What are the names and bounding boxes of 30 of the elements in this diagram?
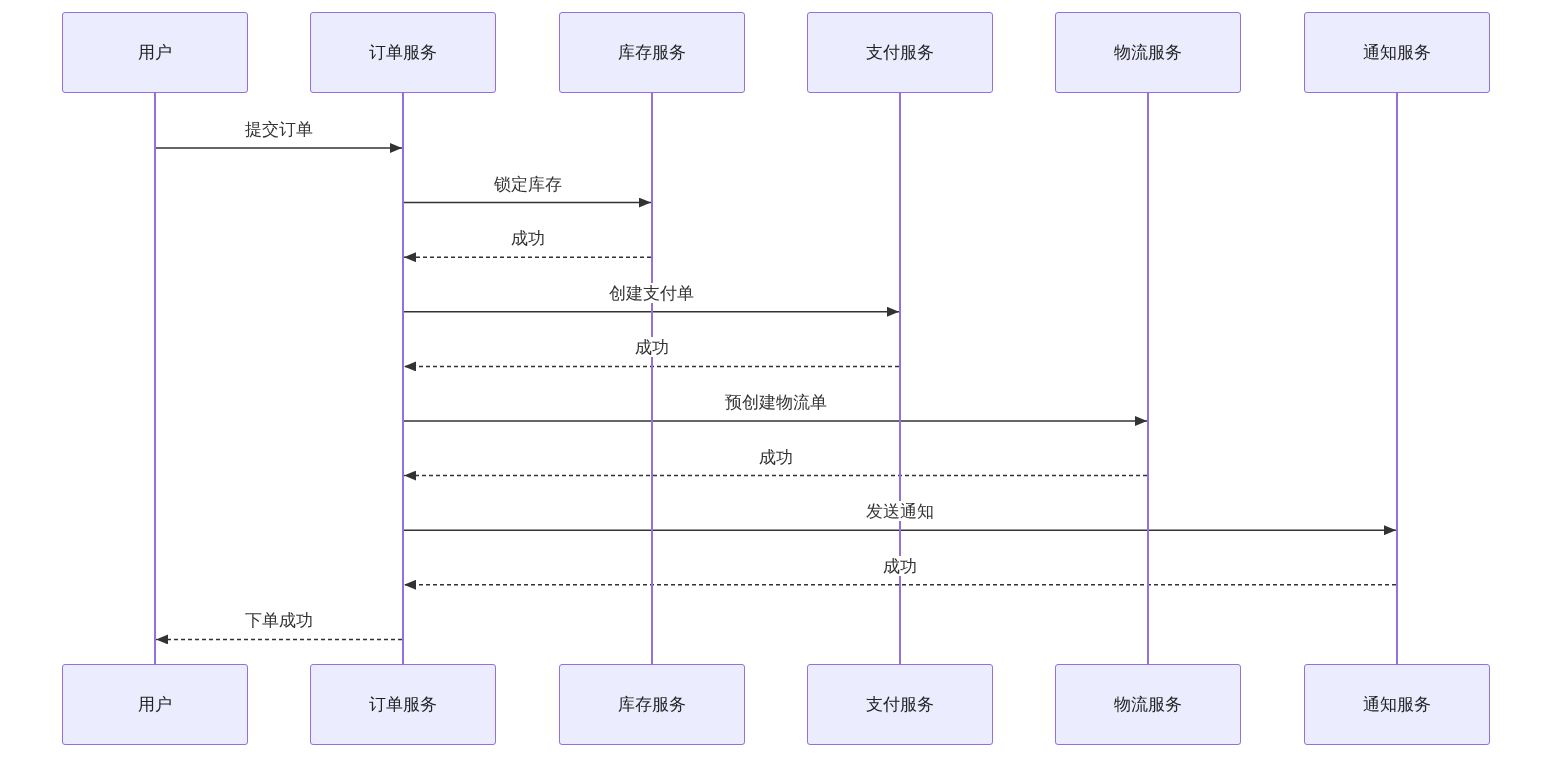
- message-arrow: [403, 525, 1397, 536]
- reply-arrow: [403, 579, 1397, 590]
- participant-box: 物流服务: [1055, 664, 1241, 745]
- edge-label: 提交订单: [242, 119, 316, 139]
- lifeline: [651, 93, 653, 664]
- lifeline: [1396, 93, 1398, 664]
- participant-box: 通知服务: [1304, 12, 1490, 93]
- lifeline: [899, 93, 901, 664]
- participant-box: 支付服务: [807, 12, 993, 93]
- message-arrow: [403, 416, 1148, 426]
- message-arrow: [155, 143, 403, 153]
- edge-label: 创建支付单: [606, 282, 697, 303]
- participant-box: 库存服务: [559, 664, 745, 745]
- lifeline: [402, 93, 404, 664]
- participant-box: 订单服务: [310, 664, 496, 745]
- participant-box: 支付服务: [807, 664, 993, 745]
- lifeline: [1147, 93, 1149, 664]
- message-arrow: [403, 197, 652, 208]
- message-arrow: [403, 306, 900, 317]
- reply-arrow: [403, 361, 900, 372]
- participant-box: 订单服务: [310, 12, 496, 93]
- participant-box: 库存服务: [559, 12, 745, 93]
- reply-arrow: [403, 470, 1148, 481]
- reply-arrow: [155, 634, 403, 645]
- participant-box: 通知服务: [1304, 664, 1490, 745]
- participant-box: 物流服务: [1055, 12, 1241, 93]
- lifeline: [154, 93, 156, 664]
- participant-box: 用户: [62, 664, 248, 745]
- participant-box: 用户: [62, 12, 248, 93]
- reply-arrow: [403, 252, 652, 263]
